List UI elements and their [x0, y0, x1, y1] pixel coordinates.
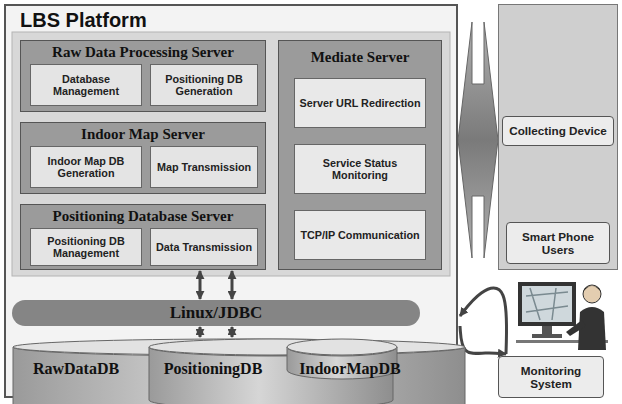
arrow-line [231, 271, 234, 299]
function-box: Positioning DB Generation [150, 64, 258, 106]
box-label: Service Status Monitoring [295, 157, 425, 182]
function-box: Data Transmission [150, 228, 258, 266]
box-heading: LBS Platform [6, 6, 456, 32]
arrow-arc [460, 326, 506, 354]
box-label: Map Transmission [154, 161, 254, 173]
database-cylinder: RawDataDB [12, 338, 140, 396]
function-box: Server URL Redirection [294, 78, 426, 128]
client-panel: Collecting DeviceSmart Phone Users [498, 4, 618, 270]
server-box: Indoor Map ServerIndoor Map DB Generatio… [20, 122, 266, 194]
box-label: Database Management [31, 73, 141, 98]
box-label: RawDataDB [33, 360, 119, 378]
box-label: Collecting Device [505, 124, 610, 137]
box-heading: Mediate Server [279, 41, 441, 66]
box-label: Smart Phone Users [507, 230, 609, 257]
data-arrow [200, 271, 201, 299]
function-box: TCP/IP Communication [294, 210, 426, 260]
arrow-line [199, 327, 202, 337]
server-panel [12, 32, 450, 276]
double-arrow-shape [458, 22, 498, 258]
data-arrow [232, 271, 233, 299]
data-arrow [232, 327, 233, 337]
server-box: Raw Data Processing ServerDatabase Manag… [20, 40, 266, 112]
function-box: Database Management [30, 64, 142, 106]
box-label: Positioning DB Generation [151, 73, 257, 98]
platform-ground [5, 5, 457, 397]
box-label: Positioning DB Management [31, 235, 141, 260]
server-box: Mediate ServerServer URL RedirectionServ… [278, 40, 442, 270]
client-label: Smart Phone Users [506, 222, 610, 264]
box-label: IndoorMapDB [299, 360, 400, 378]
arrow-line [231, 327, 234, 337]
arrow-arc [460, 288, 507, 354]
box-label: TCP/IP Communication [297, 229, 422, 241]
monitor-label: Monitoring System [498, 356, 604, 398]
box-heading: Positioning Database Server [21, 205, 265, 225]
box-label: Monitoring System [499, 364, 603, 391]
sync-arrows [460, 288, 507, 354]
box-label: PositioningDB [164, 360, 263, 378]
arrow-line [199, 271, 202, 299]
function-box: Service Status Monitoring [294, 144, 426, 194]
double-arrow [458, 22, 498, 258]
box-label: Indoor Map DB Generation [31, 155, 141, 180]
function-box: Map Transmission [150, 146, 258, 188]
box-label: Data Transmission [153, 241, 255, 253]
database-cylinder: IndoorMapDB [286, 338, 414, 396]
box-label: Linux/JDBC [170, 303, 263, 323]
client-label: Collecting Device [502, 116, 614, 146]
box-heading: Indoor Map Server [21, 123, 265, 143]
function-box: Positioning DB Management [30, 228, 142, 266]
box-heading: Raw Data Processing Server [21, 41, 265, 61]
function-box: Indoor Map DB Generation [30, 146, 142, 188]
database-cylinder: PositioningDB [148, 338, 278, 396]
monitoring-illustration [516, 282, 608, 350]
data-arrow [200, 327, 201, 337]
server-box: Positioning Database ServerPositioning D… [20, 204, 266, 270]
middleware-band: Linux/JDBC [12, 300, 420, 326]
box-label: Server URL Redirection [296, 97, 423, 109]
platform-box: LBS PlatformRaw Data Processing ServerDa… [4, 4, 458, 398]
